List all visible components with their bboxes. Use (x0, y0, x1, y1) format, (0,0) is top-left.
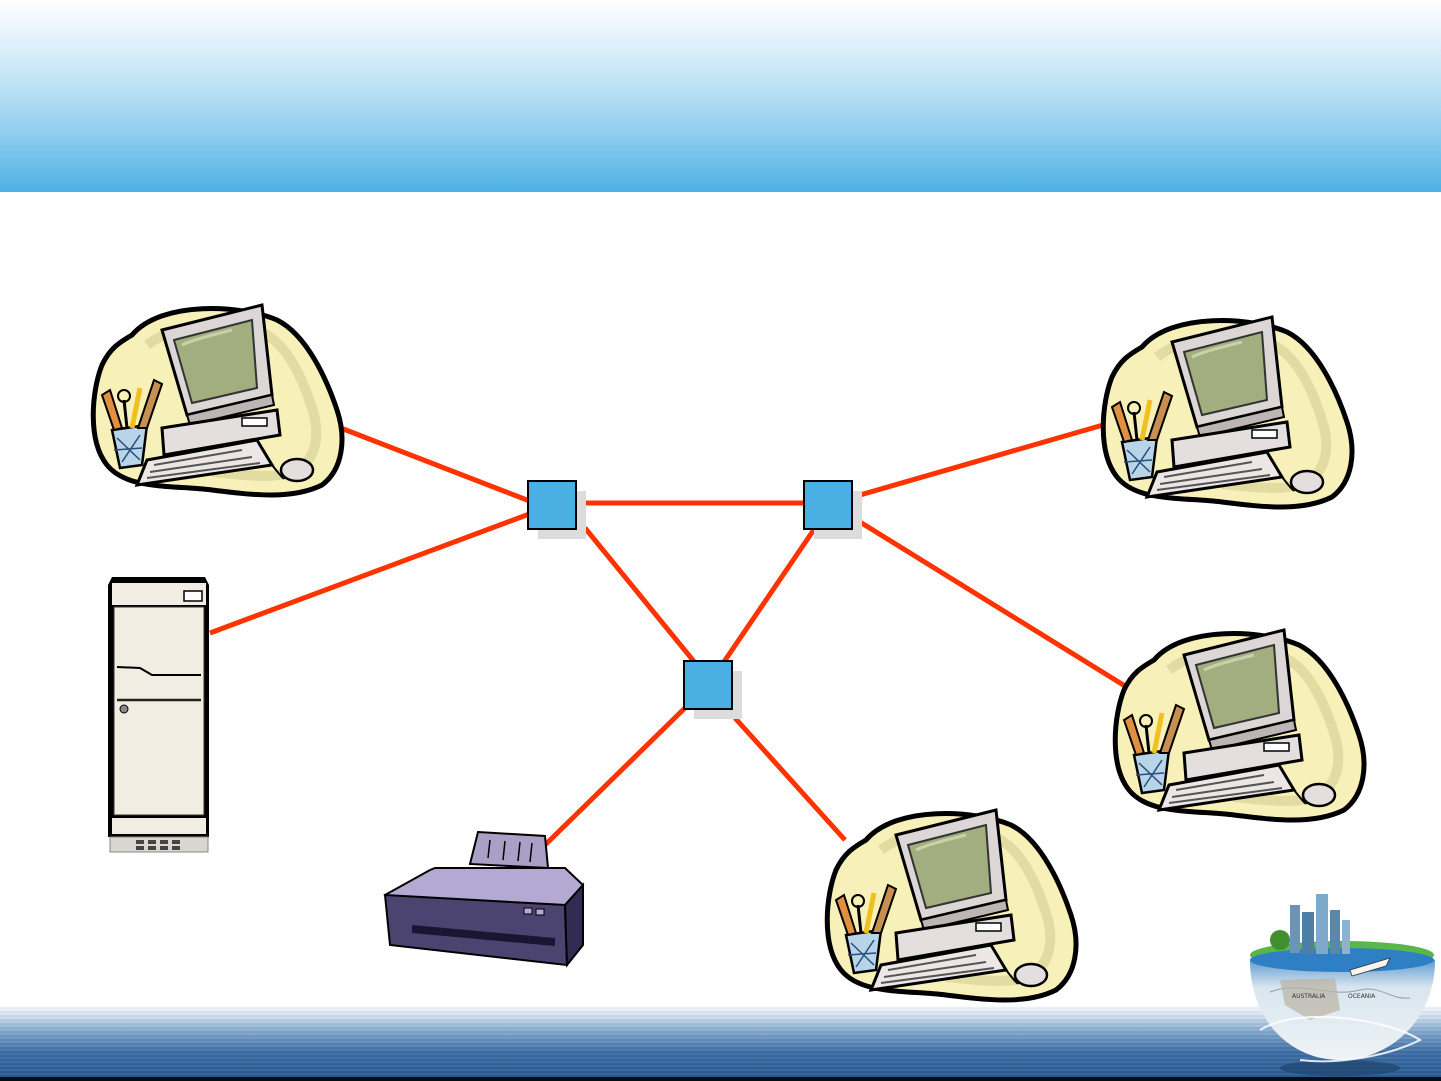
globe-city-icon: AUSTRALIA OCEANIA (1250, 894, 1435, 1076)
link-switch-right-switch-bottom (712, 526, 818, 677)
desktop-computer-icon (1103, 317, 1352, 507)
link-pc-top-left-switch-left (332, 422, 541, 508)
globe-city-logo: AUSTRALIA OCEANIA (1250, 894, 1435, 1076)
desktop-computer-icon (827, 810, 1076, 1000)
printer[interactable] (383, 830, 585, 968)
switch-left[interactable] (527, 480, 586, 539)
file-server[interactable] (108, 577, 209, 853)
globe-label-australia: AUSTRALIA (1292, 993, 1326, 1000)
desktop-computer-icon (93, 305, 342, 495)
printer-icon (383, 830, 585, 968)
link-server-switch-left (209, 507, 541, 636)
switch-node-icon (683, 660, 733, 710)
pc-top-left[interactable] (93, 305, 342, 495)
footer-ocean-band (0, 1005, 1441, 1077)
bottom-edge (0, 1077, 1441, 1081)
link-switch-right-pc-middle-right (858, 519, 1127, 689)
switch-node-icon (803, 480, 853, 530)
server-tower-icon (108, 577, 209, 853)
network-links (209, 420, 1127, 847)
header-band (0, 0, 1441, 192)
link-switch-bottom-pc-bottom-center (733, 716, 847, 842)
link-switch-right-pc-top-right (859, 420, 1111, 498)
pc-bottom-center[interactable] (827, 810, 1076, 1000)
pc-top-right[interactable] (1103, 317, 1352, 507)
switch-right[interactable] (803, 480, 862, 539)
link-switch-left-switch-bottom (583, 526, 707, 677)
switch-bottom[interactable] (683, 660, 742, 719)
pc-middle-right[interactable] (1115, 630, 1364, 820)
desktop-computer-icon (1115, 630, 1364, 820)
link-switch-bottom-printer (543, 703, 690, 847)
switch-node-icon (527, 480, 577, 530)
globe-label-oceania: OCEANIA (1348, 993, 1376, 1000)
